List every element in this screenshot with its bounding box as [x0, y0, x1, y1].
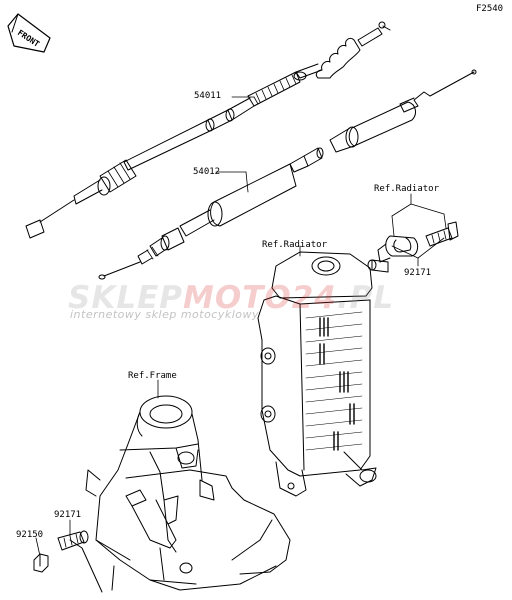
clutch-cable-54011 [25, 21, 391, 239]
watermark-brand: SKLEPMOTO24.PL [68, 280, 395, 316]
cable-54012 [98, 69, 477, 280]
radiator-clamp-92171 [367, 221, 459, 273]
part-label-92150: 92150 [16, 530, 44, 540]
radiator [257, 251, 377, 497]
diagram-code: F2540 [476, 4, 504, 14]
nut-92150 [33, 553, 49, 573]
frame [69, 395, 291, 593]
part-label-92171-top: 92171 [404, 268, 432, 278]
ref-label-frame: Ref.Frame [128, 371, 177, 381]
ref-label-radiator-1: Ref.Radiator [374, 184, 440, 194]
ref-label-radiator-2: Ref.Radiator [262, 240, 328, 250]
leader-lines [35, 96, 447, 557]
bolt-92171-bottom [57, 530, 89, 551]
part-label-92171-bottom: 92171 [54, 510, 82, 520]
front-arrow-icon: FRONT [7, 13, 51, 53]
part-label-54011: 54011 [194, 91, 222, 101]
part-label-54012: 54012 [193, 167, 221, 177]
watermark-tagline: internetowy sklep motocyklowy [70, 308, 260, 321]
